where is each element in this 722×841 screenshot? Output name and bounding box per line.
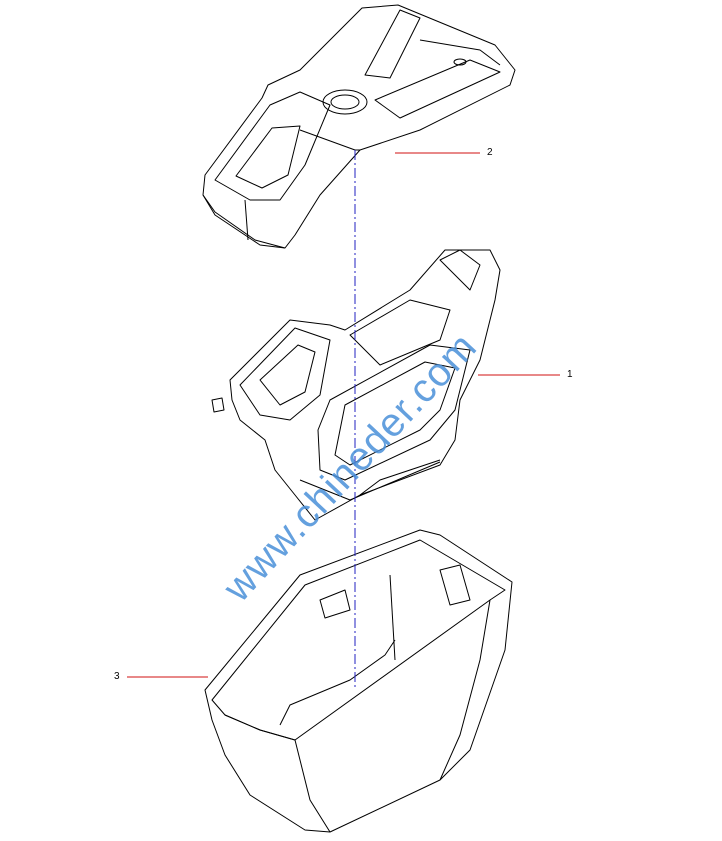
callout-label-2: 2 (487, 147, 493, 158)
callout-label-3: 3 (114, 671, 120, 682)
part-2-upper-cover (202, 4, 516, 249)
part-3-lower-housing (204, 529, 513, 833)
callout-label-1: 1 (567, 369, 573, 380)
part-1-bracket (211, 249, 501, 521)
